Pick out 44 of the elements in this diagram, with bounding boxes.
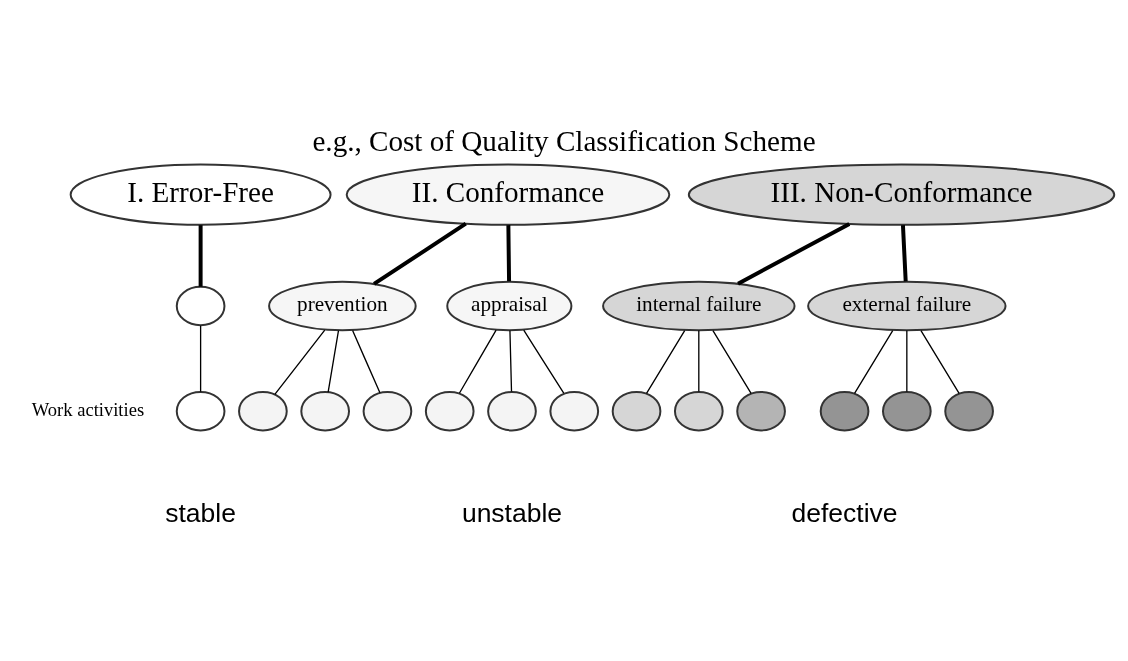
label: stable: [165, 497, 236, 528]
connector: [199, 324, 202, 392]
node-circle: [882, 390, 932, 431]
node-circle: [424, 390, 475, 431]
label: unstable: [461, 497, 563, 528]
node-ellipse: III. Non-Conformance: [687, 163, 1116, 226]
node-circle: [819, 390, 870, 431]
node-circle: [944, 390, 994, 431]
connector: [198, 224, 203, 287]
node-ellipse: II. Conformance: [345, 163, 671, 226]
diagram-title: e.g., Cost of Quality Classification Scheme: [312, 124, 816, 157]
connector: [327, 329, 340, 393]
connector: [373, 221, 467, 286]
node-ellipse: prevention: [268, 280, 417, 331]
node-ellipse: appraisal: [446, 280, 573, 331]
connector: [509, 329, 513, 392]
node-circle: [673, 390, 724, 431]
connector: [645, 329, 686, 394]
node-ellipse: external failure: [807, 280, 1007, 331]
node-circle: [736, 390, 786, 431]
node-circle: [175, 390, 226, 431]
connector: [274, 328, 326, 395]
connector: [698, 329, 700, 392]
label: defective: [791, 497, 898, 528]
node-circle: [549, 390, 600, 431]
node-circle: [487, 390, 537, 431]
connector: [853, 329, 894, 394]
connector: [712, 329, 752, 394]
node-circle: [611, 390, 662, 431]
connector: [523, 328, 565, 394]
node-circle: [300, 390, 350, 431]
connector: [906, 329, 908, 392]
connector: [351, 329, 381, 393]
connector: [458, 328, 497, 394]
connector: [737, 221, 851, 285]
connector: [506, 224, 512, 281]
node-circle: [175, 285, 226, 326]
label: Work activities: [31, 398, 145, 420]
node-circle: [238, 390, 288, 431]
connector: [920, 329, 960, 394]
node-circle: [362, 390, 413, 431]
node-ellipse: I. Error-Free: [69, 163, 332, 226]
node-ellipse: internal failure: [602, 280, 796, 331]
connector: [900, 224, 908, 281]
